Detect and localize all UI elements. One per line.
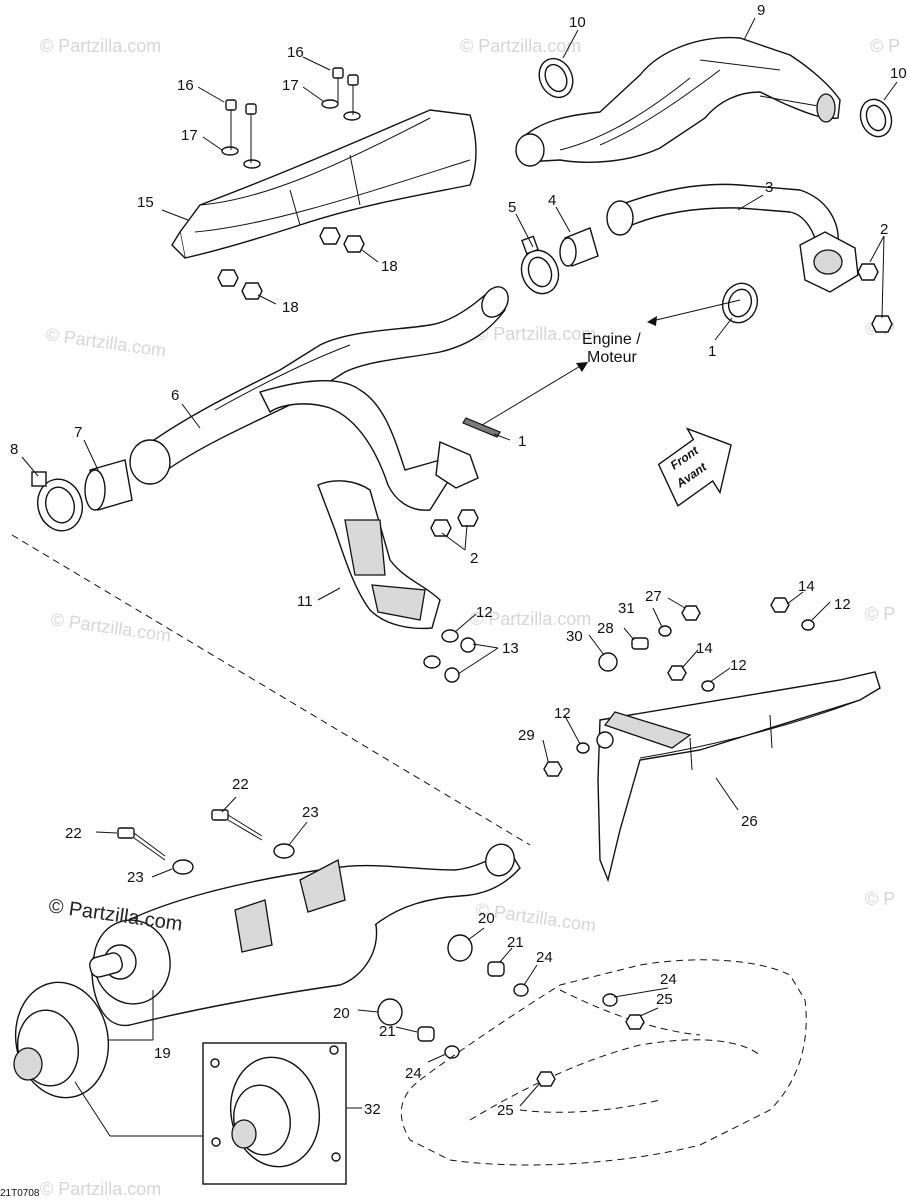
- callout-31: 31: [618, 600, 635, 617]
- callout-16: 16: [177, 77, 194, 94]
- callout-2: 2: [880, 221, 888, 238]
- shield-fasteners: [217, 67, 365, 300]
- callout-11: 11: [297, 593, 313, 610]
- callout-19: 19: [154, 1045, 171, 1062]
- engine-label-line2: Moteur: [587, 349, 637, 366]
- part-15-heat-shield: [171, 109, 477, 259]
- callout-12: 12: [730, 657, 747, 674]
- drawing-code: 21T0708: [0, 1188, 40, 1199]
- callout-30: 30: [566, 628, 583, 645]
- watermark-text: © Partzilla.com: [470, 609, 591, 629]
- watermark-text: © Partzilla.com: [44, 324, 167, 361]
- part-9-intake-duct: [515, 36, 841, 167]
- callout-6: 6: [171, 387, 179, 404]
- part-10-clamp-left: [538, 57, 574, 99]
- callout-20: 20: [333, 1005, 350, 1022]
- callout-27: 27: [645, 588, 662, 605]
- callout-18: 18: [282, 299, 299, 316]
- part-19-muffler: [89, 843, 521, 1026]
- callout-22: 22: [65, 825, 82, 842]
- callout-10: 10: [890, 65, 907, 82]
- muffler-grommets: [377, 934, 529, 1059]
- callout-25: 25: [656, 991, 673, 1008]
- callout-10: 10: [569, 14, 586, 31]
- part-19-end-cap: [13, 981, 110, 1099]
- watermark-text: © P: [870, 36, 900, 56]
- part-3-exhaust-pipe: [606, 183, 859, 293]
- callout-14: 14: [696, 640, 713, 657]
- watermark-text: © Partzilla.com: [40, 1179, 161, 1199]
- watermark-text: © P: [865, 889, 895, 909]
- watermark-text: © P: [865, 604, 895, 624]
- callout-24: 24: [536, 949, 553, 966]
- callout-2: 2: [470, 550, 478, 567]
- part-2-nuts: [430, 263, 893, 537]
- callout-1: 1: [708, 343, 716, 360]
- callout-1: 1: [518, 433, 526, 450]
- part-7-sleeve: [84, 459, 133, 511]
- callout-13: 13: [502, 640, 519, 657]
- watermark-text: © Partzilla.com: [49, 609, 172, 646]
- callout-numbers: 10 9 10 3 4 5 2 1 1 2 6 7 8 11 12 13 15 …: [10, 2, 907, 1119]
- callout-9: 9: [757, 2, 765, 19]
- part-1-gasket-lower: [462, 417, 501, 438]
- leader-lines: [21, 17, 898, 1137]
- part-1-gasket-upper: [721, 282, 759, 324]
- callout-15: 15: [137, 194, 154, 211]
- callout-12: 12: [476, 604, 493, 621]
- engine-arrows: Engine / Moteur: [481, 299, 741, 426]
- connection-line: [11, 534, 531, 846]
- part-26-rear-shield: [596, 671, 881, 883]
- callout-25: 25: [497, 1102, 514, 1119]
- callout-21: 21: [379, 1023, 396, 1040]
- callout-17: 17: [181, 127, 198, 144]
- callout-8: 8: [10, 441, 18, 458]
- callout-3: 3: [765, 179, 773, 196]
- callout-16: 16: [287, 44, 304, 61]
- callout-7: 7: [74, 424, 82, 441]
- muffler-bolts: [117, 809, 295, 875]
- callout-22: 22: [232, 776, 249, 793]
- callout-32: 32: [364, 1101, 381, 1118]
- callout-28: 28: [597, 620, 614, 637]
- vehicle-frame: [400, 959, 807, 1166]
- watermark-text: © Partzilla.com: [40, 36, 161, 56]
- part-8-clamp: [31, 471, 83, 532]
- callout-18: 18: [381, 258, 398, 275]
- engine-label-line1: Engine /: [582, 331, 641, 348]
- part-32-kit-box: [202, 1042, 347, 1185]
- watermark-text: © Partzilla.com: [475, 324, 596, 344]
- front-arrow: Front Avant: [657, 427, 732, 507]
- callout-24: 24: [660, 971, 677, 988]
- callout-14: 14: [798, 578, 815, 595]
- part-10-clamp-right: [859, 98, 893, 138]
- callout-12: 12: [834, 596, 851, 613]
- callout-20: 20: [478, 910, 495, 927]
- callout-24: 24: [405, 1065, 422, 1082]
- part-26-fasteners: [543, 597, 815, 777]
- callout-29: 29: [518, 727, 535, 744]
- callout-17: 17: [282, 77, 299, 94]
- callout-5: 5: [508, 199, 516, 216]
- callout-4: 4: [548, 192, 556, 209]
- callout-23: 23: [127, 869, 144, 886]
- callout-12: 12: [554, 705, 571, 722]
- watermark-text: © Partzilla.com: [460, 36, 581, 56]
- callout-23: 23: [302, 804, 319, 821]
- part-4-sleeve: [559, 227, 599, 267]
- part-5-clamp: [520, 235, 560, 295]
- callout-21: 21: [507, 934, 524, 951]
- part-12-13-mid: [423, 629, 476, 683]
- callout-26: 26: [741, 813, 758, 830]
- part-11-heat-shield: [317, 480, 441, 630]
- part-6-y-pipe: [129, 286, 509, 511]
